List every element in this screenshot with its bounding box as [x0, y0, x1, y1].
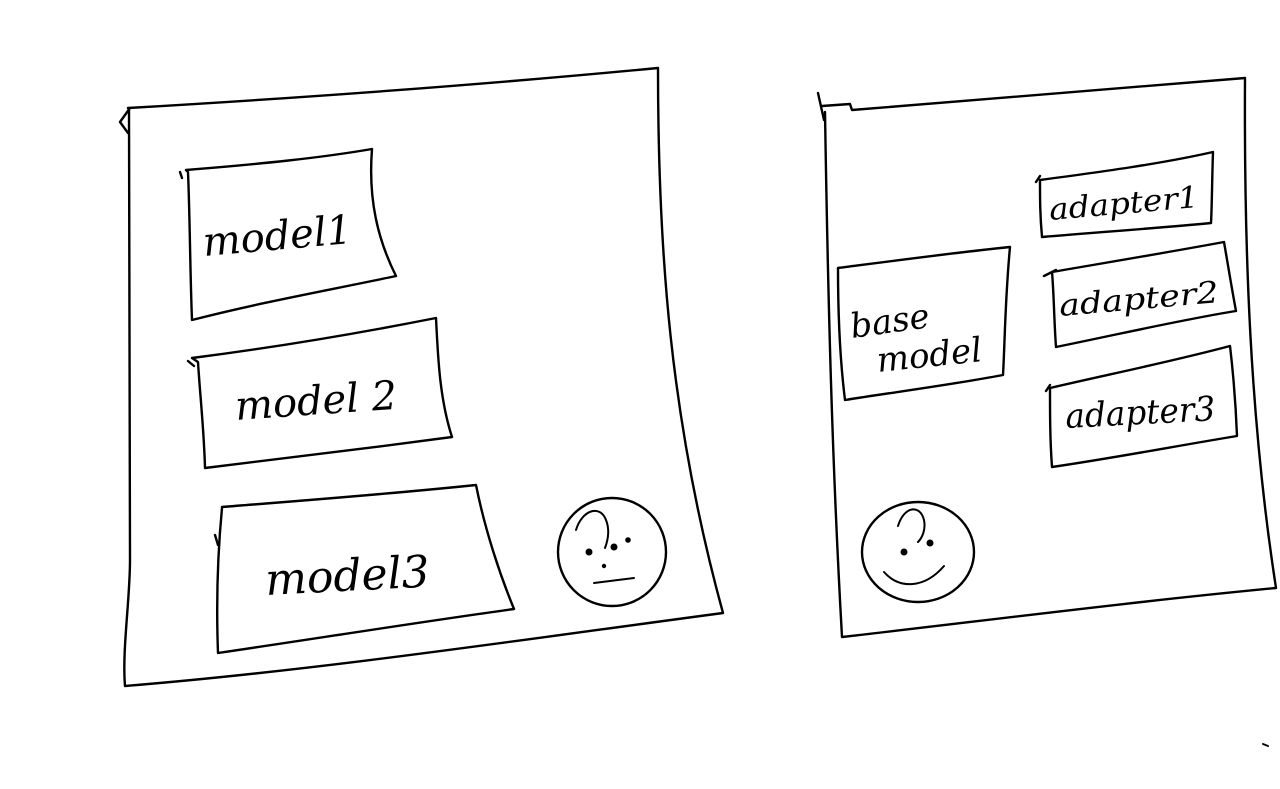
- adapter3-label: adapter3: [1064, 389, 1216, 437]
- model2-box: model 2: [186, 316, 454, 470]
- model2-label: model 2: [233, 373, 398, 430]
- adapter2-box: adapter2: [1042, 240, 1238, 349]
- adapter3-box: adapter3: [1044, 344, 1239, 469]
- left-panel: model1 model 2 model3: [118, 66, 725, 688]
- model3-box: model3: [213, 483, 516, 655]
- model1-label: model1: [201, 207, 354, 266]
- right-panel-frame: [816, 76, 1278, 639]
- left-panel-frame: [118, 66, 725, 688]
- right-panel: base model adapter1 adapter2 adapter3: [816, 76, 1278, 639]
- adapter2-label: adapter2: [1058, 275, 1220, 324]
- stray-mark: [1262, 743, 1269, 747]
- adapter1-label: adapter1: [1048, 180, 1200, 228]
- adapter1-box: adapter1: [1034, 150, 1215, 239]
- model1-box: model1: [178, 147, 398, 322]
- smiling-face-icon: [860, 500, 976, 604]
- base-model-box: base model: [836, 245, 1012, 402]
- model3-label: model3: [264, 546, 431, 606]
- neutral-face-icon: [556, 496, 668, 608]
